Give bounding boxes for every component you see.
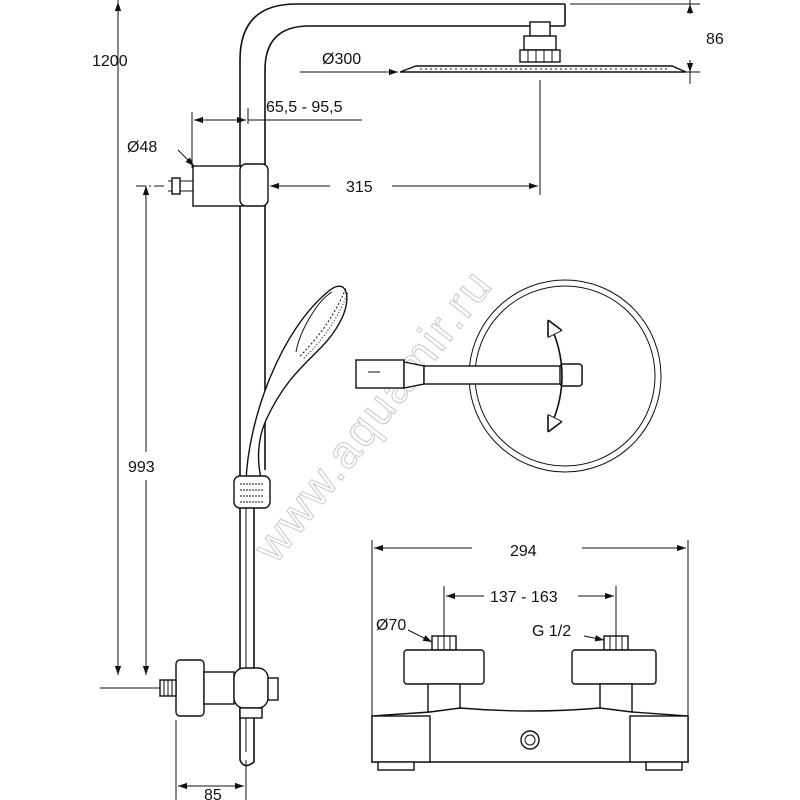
mixer-side-view: [159, 659, 279, 719]
total-height-dimension: [100, 0, 178, 689]
arm-length-label: 315: [346, 179, 373, 196]
thread-leader: [583, 635, 605, 642]
mixer-offset-label: 85: [204, 787, 222, 800]
wall-bracket: [168, 163, 269, 207]
head-height-label: 86: [706, 31, 724, 48]
arm-adjust-label: 65,5 - 95,5: [266, 99, 343, 116]
rail-height-label: 993: [128, 459, 155, 476]
shower-head-connector: [519, 21, 561, 63]
total-height-label: 1200: [92, 53, 128, 70]
rotation-detail: [355, 279, 662, 473]
arm-length-dimension: [270, 80, 541, 195]
overhead-shower-head: [399, 65, 687, 73]
bracket-diameter-label: Ø48: [127, 139, 157, 156]
mixer-width-dimension: [371, 540, 689, 720]
head-diameter-label: Ø300: [322, 51, 361, 68]
mixer-offset-dimension: [175, 720, 247, 800]
escutcheon-diameter-label: Ø70: [376, 617, 406, 634]
inlet-spacing-label: 137 - 163: [490, 589, 558, 606]
head-height-dimension: [570, 0, 700, 84]
watermark-text: www.aquamir.ru: [242, 259, 502, 572]
hand-shower: [245, 285, 349, 483]
bracket-diameter-leader: [177, 149, 195, 167]
arm-adjust-dimension: [191, 108, 362, 168]
hand-shower-holder: [233, 475, 271, 509]
thread-label: G 1/2: [532, 623, 571, 640]
inlet-spacing-dimension: [443, 586, 617, 636]
escutcheon-diameter-leader: [407, 629, 433, 643]
mixer-front-view: [371, 635, 689, 771]
mixer-width-label: 294: [510, 543, 537, 560]
